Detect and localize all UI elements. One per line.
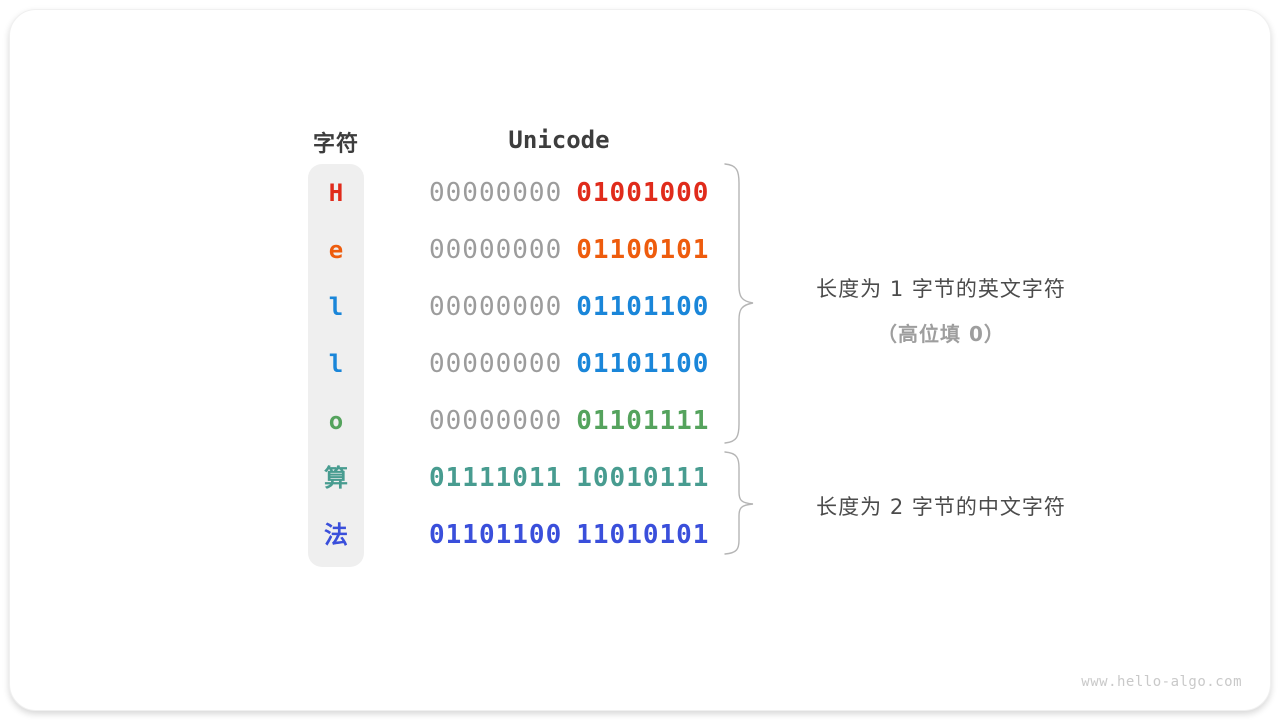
table-row: H 00000000 01001000	[10, 164, 1270, 221]
character-cell: H	[328, 178, 344, 207]
high-byte: 00000000	[429, 234, 563, 265]
table-row: l 00000000 01101100	[10, 278, 1270, 335]
unicode-bytes: 00000000 01100101	[429, 237, 709, 263]
unicode-bytes: 01101100 11010101	[429, 522, 709, 548]
character-cell: l	[328, 292, 344, 321]
high-byte: 00000000	[429, 405, 563, 436]
low-byte: 01101111	[576, 405, 710, 436]
column-header-char: 字符	[312, 132, 359, 157]
character-cell: o	[328, 406, 344, 435]
char-column-background	[308, 164, 364, 567]
high-byte: 00000000	[429, 348, 563, 379]
high-byte: 01111011	[429, 462, 563, 493]
high-byte: 00000000	[429, 291, 563, 322]
low-byte: 01100101	[576, 234, 710, 265]
unicode-bytes: 00000000 01101111	[429, 408, 709, 434]
column-header-unicode: Unicode	[508, 126, 610, 154]
annotation-english-line2: （高位填 0）	[877, 322, 1005, 346]
unicode-bytes: 01111011 10010111	[429, 465, 709, 491]
character-cell: 算	[324, 463, 348, 492]
table-row: l 00000000 01101100	[10, 335, 1270, 392]
low-byte: 01001000	[576, 177, 710, 208]
character-cell: e	[328, 235, 344, 264]
low-byte: 11010101	[576, 519, 710, 550]
watermark: www.hello-algo.com	[1081, 674, 1242, 690]
unicode-bytes: 00000000 01101100	[429, 351, 709, 377]
annotation-english-line1: 长度为 1 字节的英文字符	[816, 277, 1066, 301]
low-byte: 01101100	[576, 291, 710, 322]
encoding-rows: H 00000000 01001000 e 00000000 01100101 …	[10, 164, 1270, 563]
annotation-english: 长度为 1 字节的英文字符 （高位填 0）	[751, 273, 1131, 347]
unicode-bytes: 00000000 01101100	[429, 294, 709, 320]
high-byte: 01101100	[429, 519, 563, 550]
high-byte: 00000000	[429, 177, 563, 208]
unicode-bytes: 00000000 01001000	[429, 180, 709, 206]
character-cell: 法	[324, 520, 348, 549]
annotation-chinese-line1: 长度为 2 字节的中文字符	[816, 495, 1066, 519]
annotation-chinese: 长度为 2 字节的中文字符	[751, 491, 1131, 521]
table-row: e 00000000 01100101	[10, 221, 1270, 278]
low-byte: 01101100	[576, 348, 710, 379]
table-row: o 00000000 01101111	[10, 392, 1270, 449]
low-byte: 10010111	[576, 462, 710, 493]
character-cell: l	[328, 349, 344, 378]
table-row: 法 01101100 11010101	[10, 506, 1270, 563]
table-row: 算 01111011 10010111	[10, 449, 1270, 506]
diagram-card: 字符 Unicode H 00000000 01001000 e 0000000…	[9, 9, 1271, 711]
